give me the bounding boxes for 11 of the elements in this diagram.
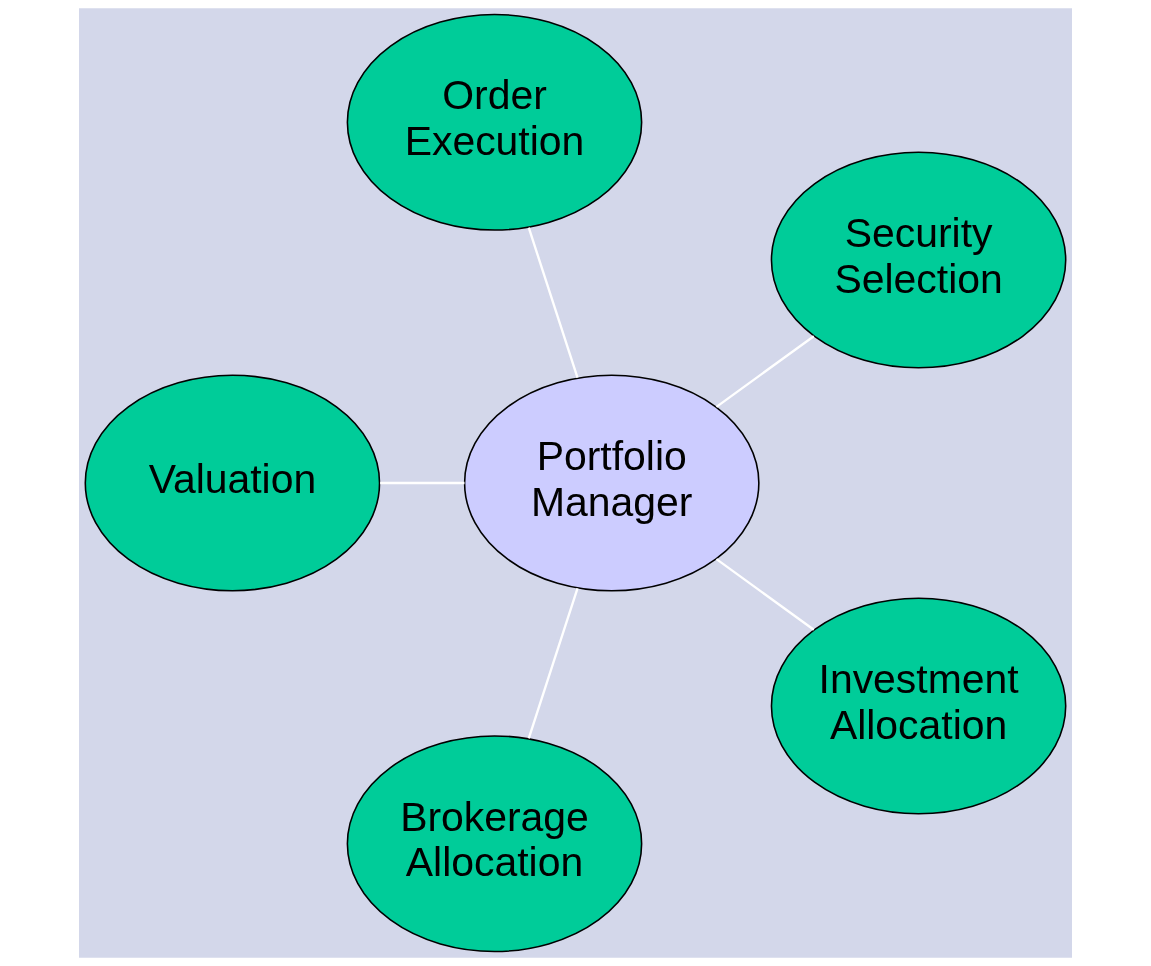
connector xyxy=(527,587,579,739)
connector xyxy=(527,227,579,379)
node-ellipse: Portfolio Manager xyxy=(463,374,760,592)
node-ellipse: Order Execution xyxy=(346,13,643,231)
connector xyxy=(380,481,465,485)
node-ellipse: Investment Allocation xyxy=(770,597,1067,815)
connector xyxy=(715,558,815,631)
node-ellipse: Brokerage Allocation xyxy=(346,735,643,953)
node-ellipse: Security Selection xyxy=(770,151,1067,369)
node-ellipse: Valuation xyxy=(84,374,381,592)
connector xyxy=(715,335,815,408)
